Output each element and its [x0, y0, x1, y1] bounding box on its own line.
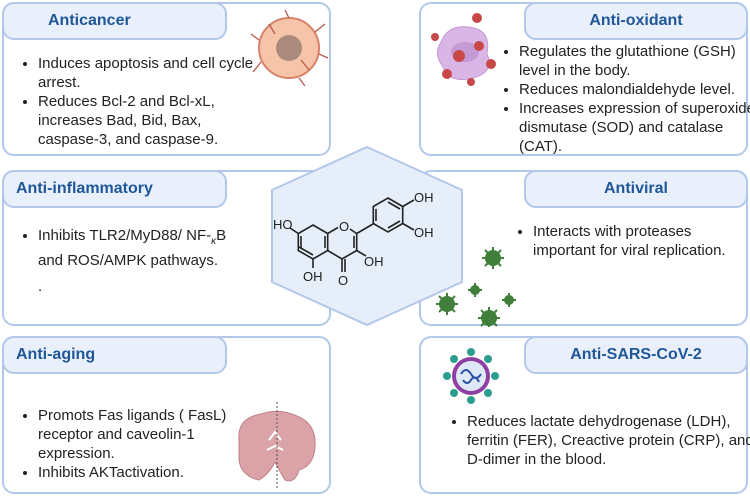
virus-particles-icon: [436, 247, 516, 327]
bullet-item: Increases expression of superoxide dismu…: [519, 99, 750, 156]
bullet-item: Interacts with proteases important for v…: [533, 222, 750, 260]
trailing-dot: .: [38, 278, 43, 295]
bullet-item: Inhibits AKTactivation.: [38, 463, 238, 482]
sars-cov-2-virus-icon: [443, 348, 499, 404]
label-oh-top: OH: [414, 190, 434, 205]
label-o-ring: O: [339, 219, 349, 234]
bullet-text: Inhibits TLR2/MyD88/ NF-: [38, 227, 212, 244]
label-oh-bottom: OH: [303, 269, 323, 284]
panel-header: Anti-inflammatory: [2, 170, 227, 208]
panel-title: Anticancer: [48, 12, 131, 29]
panel-title: Anti-aging: [16, 346, 96, 363]
panel-header: Anticancer: [2, 2, 227, 40]
panel-header: Anti-oxidant: [524, 2, 748, 40]
bullet-item: Promots Fas ligands ( FasL) receptor and…: [38, 406, 238, 463]
center-hexagon: [271, 145, 463, 327]
bullet-item: Reduces malondialdehyde level.: [519, 80, 750, 99]
label-oh-mid: OH: [414, 225, 434, 240]
kappa-symbol: κ: [211, 236, 217, 247]
panel-header: Anti-aging: [2, 336, 227, 374]
panel-header: Antiviral: [524, 170, 748, 208]
oxidative-stress-cell-icon: [431, 13, 496, 86]
bullet-item: Reduces Bcl-2 and Bcl-xL, increases Bad,…: [38, 92, 258, 149]
bullet-item: Regulates the glutathione (GSH) level in…: [519, 42, 750, 80]
panel-antiviral: Antiviral Interacts with proteases impor…: [419, 170, 750, 327]
panel-header: Anti-SARS-CoV-2: [524, 336, 748, 374]
label-o-keto: O: [338, 273, 348, 288]
label-oh-c3: OH: [364, 254, 384, 269]
cancer-cell-icon: [250, 10, 329, 86]
label-ho: HO: [273, 217, 293, 232]
panel-anti-sars-cov-2: Anti-SARS-CoV-2 Reduces lactate dehydrog…: [419, 336, 750, 494]
panel-title: Antiviral: [603, 180, 668, 197]
bullet-item: Induces apoptosis and cell cycle arrest.: [38, 54, 258, 92]
panel-anticancer: Anticancer Induces apoptosis and cell cy…: [2, 2, 331, 156]
panel-title: Anti-oxidant: [589, 12, 683, 29]
panel-antioxidant: Anti-oxidant Regulates the glutathione (…: [419, 2, 750, 156]
panel-anti-aging: Anti-aging Promots Fas ligands ( FasL) r…: [2, 336, 331, 494]
panel-title: Anti-SARS-CoV-2: [570, 346, 702, 363]
bullet-item: Reduces lactate dehydrogenase (LDH), fer…: [467, 412, 750, 469]
brain-section-icon: [238, 402, 316, 490]
panel-title: Anti-inflammatory: [16, 180, 153, 197]
bullet-item: Inhibits TLR2/MyD88/ NF-κB and ROS/AMPK …: [38, 226, 248, 270]
bullet-text: B and ROS/AMPK pathways.: [38, 227, 227, 269]
